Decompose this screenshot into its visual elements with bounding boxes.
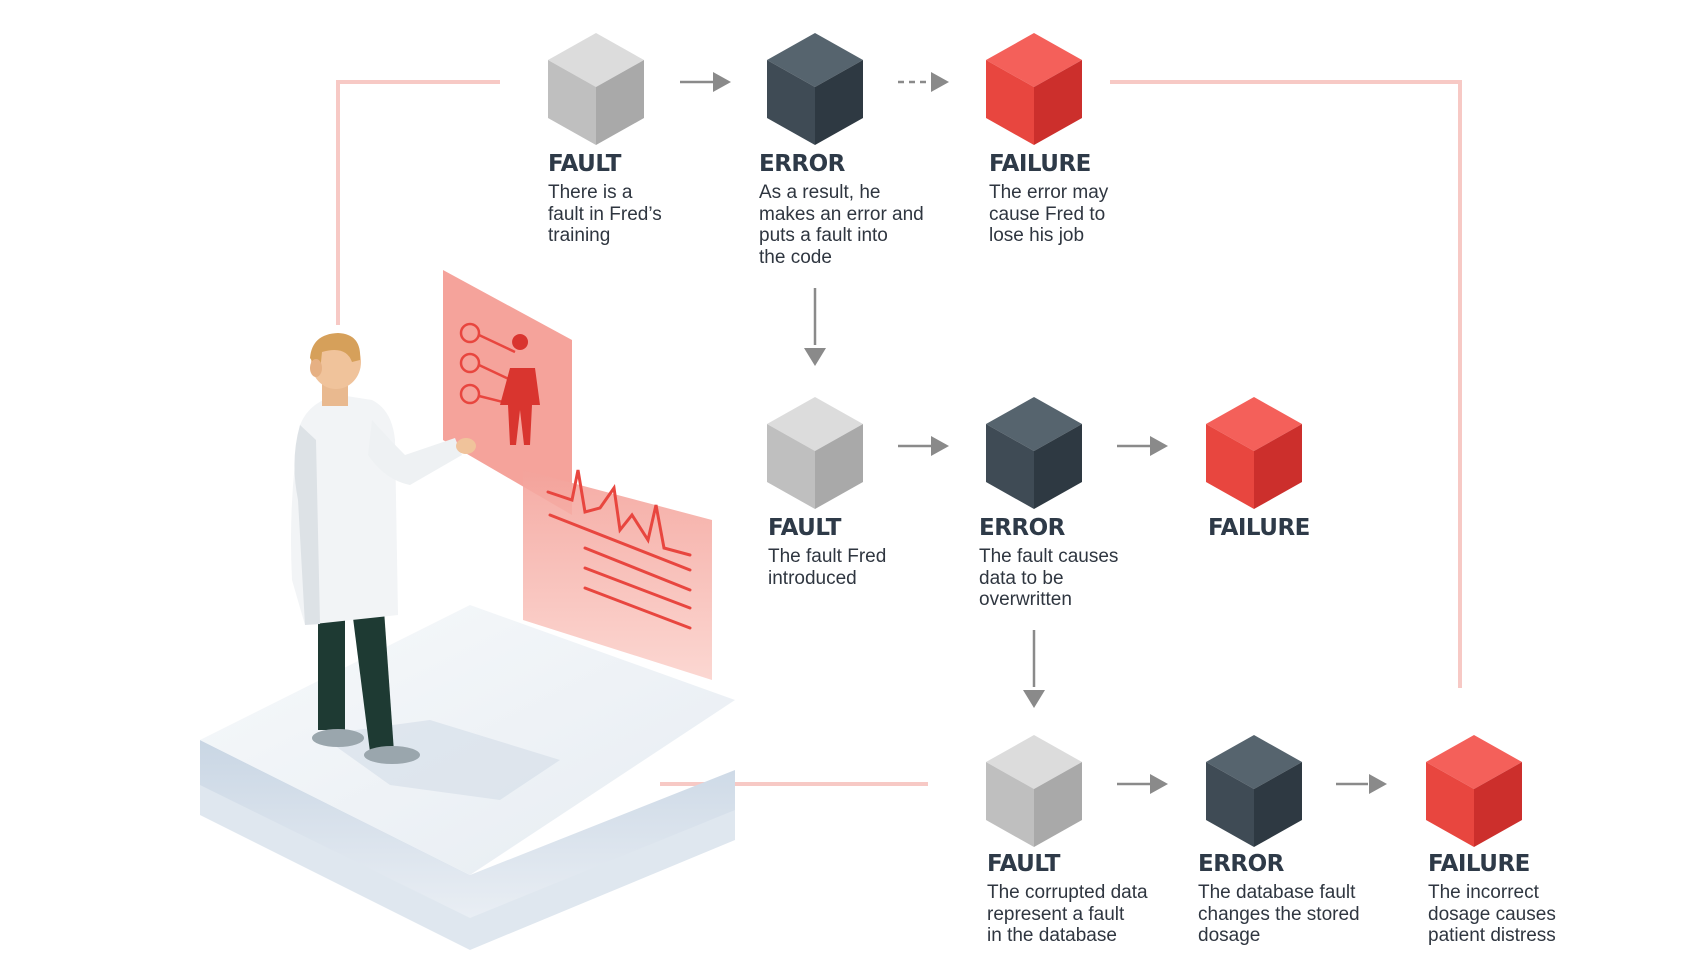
arrow-head <box>931 72 949 92</box>
fault-description: The fault Fred introduced <box>768 546 887 589</box>
arrow-head <box>931 436 949 456</box>
failure-node-row3: FAILURE The incorrect dosage causes patie… <box>1428 850 1618 947</box>
failure-title: FAILURE <box>1208 515 1310 541</box>
fault-node-row1: FAULT There is a fault in Fred’s training <box>548 150 738 247</box>
failure-description: The incorrect dosage causes patient dist… <box>1428 882 1556 946</box>
error-description: As a result, he makes an error and puts … <box>759 182 924 268</box>
arrow-head <box>713 72 731 92</box>
doctor-figure <box>291 333 476 764</box>
arrow-head <box>1150 436 1168 456</box>
failure-cube-row3 <box>1426 735 1522 847</box>
fault-description: The corrupted data represent a fault in … <box>987 882 1148 946</box>
error-description: The fault causes data to be overwritten <box>979 546 1119 610</box>
error-node-row3: ERROR The database fault changes the stor… <box>1198 850 1388 947</box>
failure-title: FAILURE <box>1428 851 1530 877</box>
error-cube-row1 <box>767 33 863 145</box>
error-node-row1: ERROR As a result, he makes an error and … <box>759 150 949 268</box>
error-cube-row2 <box>986 397 1082 509</box>
fault-node-row2: FAULT The fault Fred introduced <box>768 514 958 589</box>
fault-title: FAULT <box>768 515 841 541</box>
fault-title: FAULT <box>987 851 1060 877</box>
failure-title: FAILURE <box>989 151 1091 177</box>
hologram-screens <box>443 270 712 680</box>
arrow-head <box>1369 774 1387 794</box>
cubes <box>548 33 1522 847</box>
failure-node-row1: FAILURE The error may cause Fred to lose … <box>989 150 1179 247</box>
failure-cube-row1 <box>986 33 1082 145</box>
failure-node-row2: FAILURE <box>1208 514 1398 546</box>
error-title: ERROR <box>979 515 1065 541</box>
flow-arrows <box>680 72 1387 794</box>
fault-cube-row1 <box>548 33 644 145</box>
failure-description: The error may cause Fred to lose his job <box>989 182 1109 246</box>
connector-left <box>336 80 500 325</box>
arrow-head <box>804 348 826 366</box>
fault-cube-row2 <box>767 397 863 509</box>
failure-cube-row2 <box>1206 397 1302 509</box>
fault-title: FAULT <box>548 151 621 177</box>
fault-description: There is a fault in Fred’s training <box>548 182 662 246</box>
error-title: ERROR <box>1198 851 1284 877</box>
fault-node-row3: FAULT The corrupted data represent a faul… <box>987 850 1177 947</box>
arrow-head <box>1150 774 1168 794</box>
connector-right <box>1110 80 1462 688</box>
error-cube-row3 <box>1206 735 1302 847</box>
error-title: ERROR <box>759 151 845 177</box>
fault-cube-row3 <box>986 735 1082 847</box>
error-node-row2: ERROR The fault causes data to be overwri… <box>979 514 1169 611</box>
arrow-head <box>1023 690 1045 708</box>
error-description: The database fault changes the stored do… <box>1198 882 1360 946</box>
